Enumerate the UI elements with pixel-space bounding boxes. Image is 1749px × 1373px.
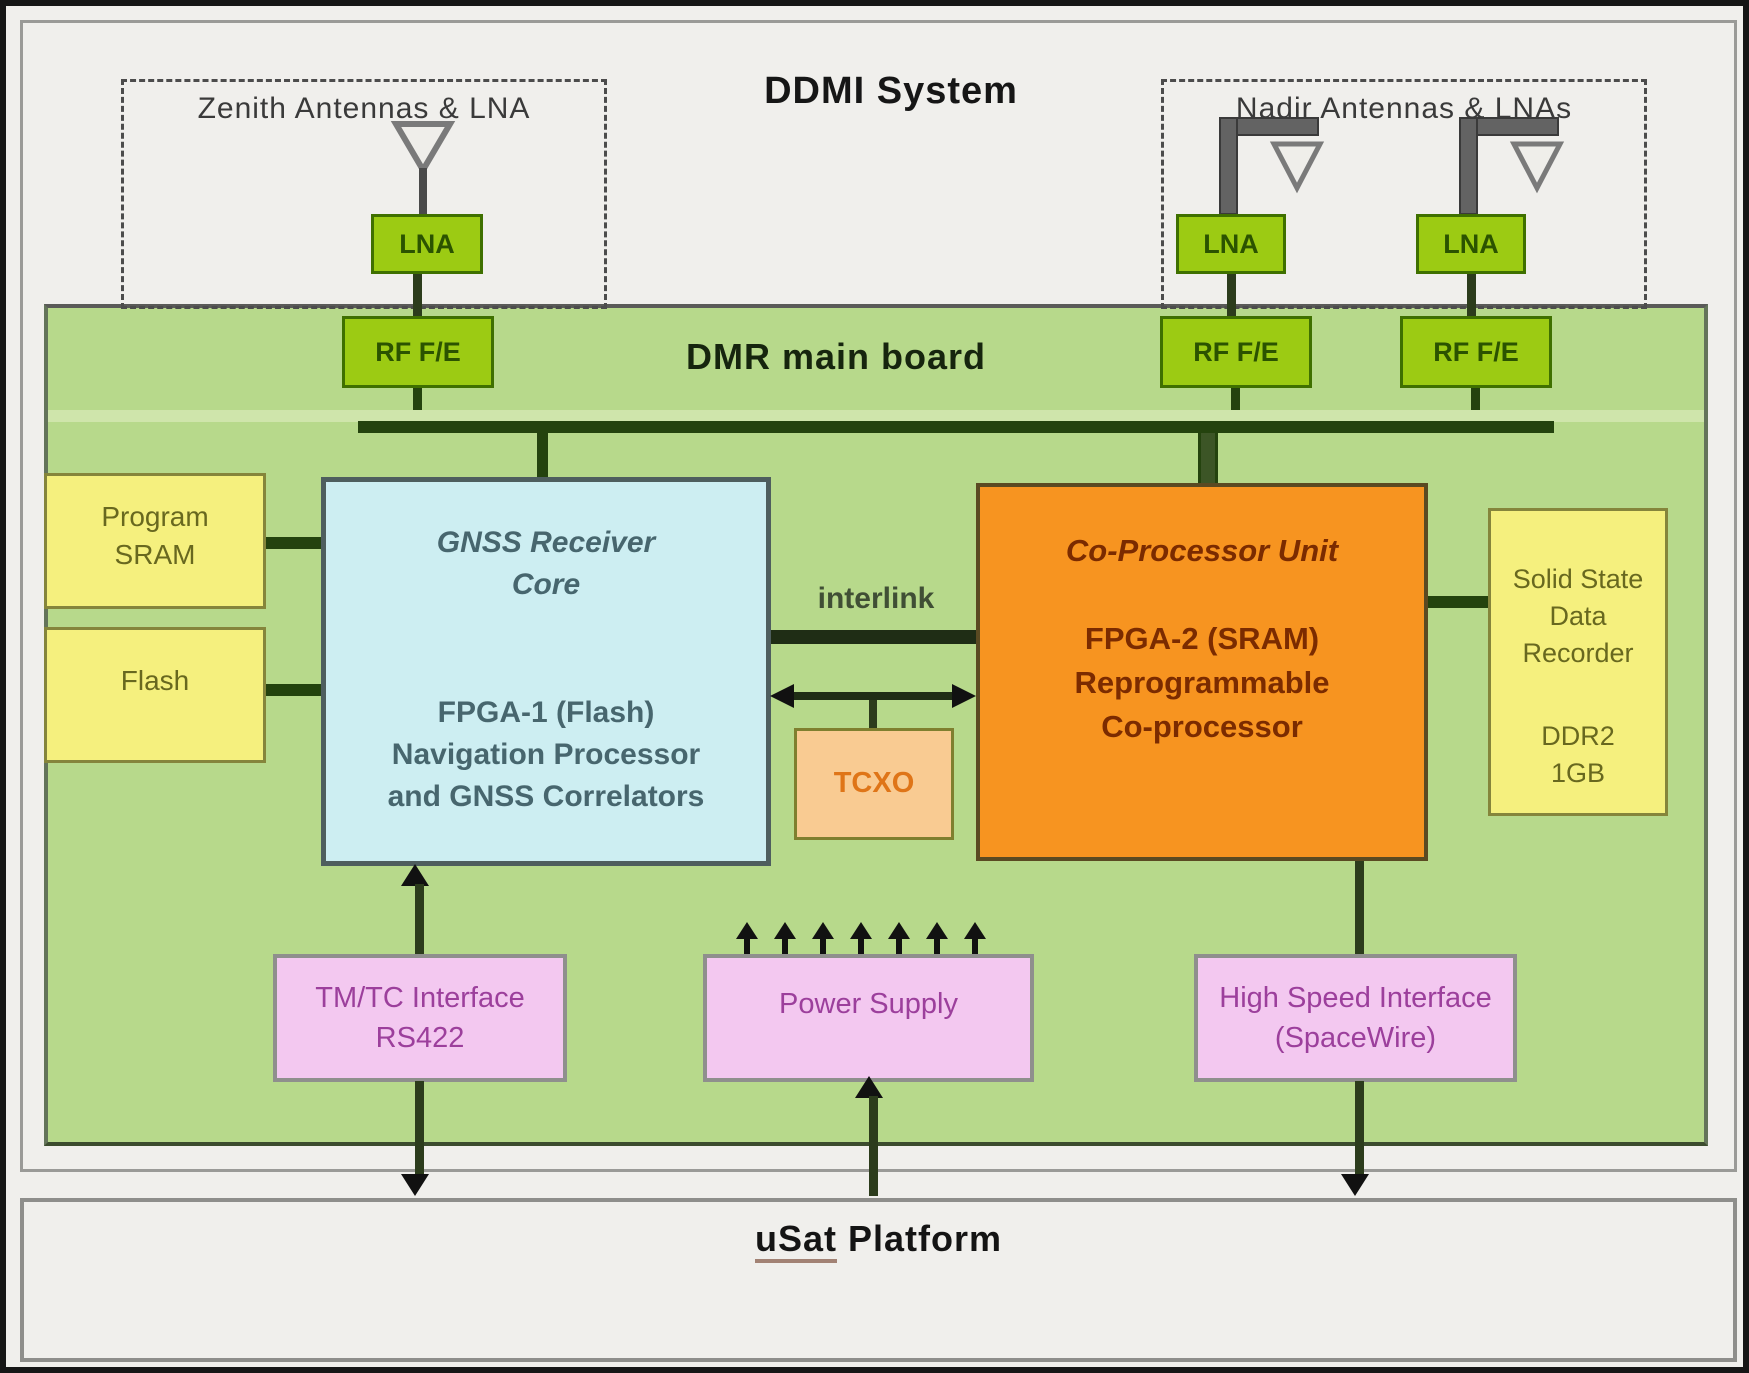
diagram-frame [20, 20, 1737, 1172]
bus-highlight-strip [48, 410, 1704, 422]
interlink-label: interlink [817, 582, 935, 615]
bus-to-gnss-line [537, 433, 548, 479]
coproc-line2: FPGA-2 (SRAM) [1084, 621, 1320, 656]
co-processor-unit-box: Co-Processor Unit FPGA-2 (SRAM) Reprogra… [976, 483, 1428, 861]
dmr-main-board-label: DMR main board [685, 336, 986, 377]
rf-frontend-box-2: RF F/E [1160, 316, 1312, 388]
power-arrow-icon [964, 922, 986, 939]
program-sram-label-line1: Program [101, 501, 209, 532]
tmtc-interface-box: TM/TC Interface RS422 [273, 954, 567, 1082]
ssdr-box: Solid State Data Recorder DDR2 1GB [1488, 508, 1668, 816]
arrow-head-right-icon [952, 684, 976, 708]
power-arrow-stem [896, 938, 902, 954]
tmtc-down-arrow-icon [401, 1174, 429, 1196]
rf3-to-bus-line [1471, 388, 1480, 423]
power-arrow-icon [888, 922, 910, 939]
ssdr-line3: Recorder [1522, 638, 1634, 668]
tcxo-box: TCXO [794, 728, 954, 840]
coproc-line3: Reprogrammable [1074, 665, 1330, 700]
usat-platform-label: uSat Platform [24, 1202, 1733, 1263]
program-sram-label-line2: SRAM [114, 539, 196, 570]
power-arrow-icon [926, 922, 948, 939]
gnss-coproc-arrow-line [792, 692, 956, 700]
coproc-line4: Co-processor [1101, 709, 1303, 744]
usat-platform-label-part1: uSat [754, 1218, 837, 1263]
power-up-arrow-icon [855, 1076, 883, 1098]
power-arrow-icon [850, 922, 872, 939]
gnss-to-tmtc-line [415, 884, 424, 954]
power-arrow-icon [812, 922, 834, 939]
gnss-receiver-core-box: GNSS Receiver Core FPGA-1 (Flash) Naviga… [321, 477, 771, 866]
power-arrow-icon [774, 922, 796, 939]
ssdr-line4: DDR2 [1541, 721, 1615, 751]
power-arrow-stem [858, 938, 864, 954]
program-sram-box: Program SRAM [44, 473, 266, 609]
tmtc-to-platform-line [415, 1081, 424, 1181]
tcxo-connector-line [869, 700, 877, 728]
ssdr-line1: Solid State [1512, 564, 1644, 594]
coproc-to-ssdr-line [1428, 596, 1488, 608]
zenith-lna-box: LNA [371, 214, 483, 274]
power-arrow-stem [934, 938, 940, 954]
nadir-lna1-to-rf-line [1227, 274, 1236, 318]
coproc-to-hsi-line [1355, 861, 1364, 954]
interlink-bus-line [771, 630, 976, 644]
arrow-head-left-icon [770, 684, 794, 708]
hsi-to-platform-line [1355, 1081, 1364, 1181]
nadir-lna-box-1: LNA [1176, 214, 1286, 274]
tmtc-up-arrow-icon [401, 864, 429, 886]
power-arrow-stem [972, 938, 978, 954]
tmtc-line2: RS422 [375, 1022, 465, 1054]
rf-frontend-box-3: RF F/E [1400, 316, 1552, 388]
gnss-title-line1: GNSS Receiver [436, 526, 656, 559]
power-arrow-stem [782, 938, 788, 954]
tmtc-line1: TM/TC Interface [315, 982, 525, 1014]
rf-bus-line [358, 421, 1554, 433]
hsi-line2: (SpaceWire) [1274, 1022, 1437, 1054]
ssdr-line2: Data [1549, 601, 1607, 631]
sram-to-gnss-line [266, 537, 321, 549]
zenith-lna-to-rf-line [413, 274, 422, 318]
rf-frontend-box-1: RF F/E [342, 316, 494, 388]
gnss-fpga-line2: Navigation Processor [391, 738, 701, 771]
gnss-title-line2: Core [511, 568, 581, 601]
rf2-to-bus-line [1231, 388, 1240, 423]
power-supply-arrows [728, 922, 988, 954]
rf1-to-bus-line [413, 388, 422, 423]
flash-to-gnss-line [266, 684, 321, 696]
ssdr-line5: 1GB [1550, 758, 1606, 788]
power-arrow-stem [744, 938, 750, 954]
power-supply-box: Power Supply [703, 954, 1034, 1082]
page-title: DDMI System [764, 70, 1018, 112]
nadir-lna-box-2: LNA [1416, 214, 1526, 274]
zenith-antenna-group: Zenith Antennas & LNA [121, 79, 607, 309]
nadir-lna2-to-rf-line [1467, 274, 1476, 318]
hsi-down-arrow-icon [1341, 1174, 1369, 1196]
gnss-fpga-line1: FPGA-1 (Flash) [437, 696, 655, 729]
zenith-group-label: Zenith Antennas & LNA [197, 92, 531, 125]
usat-platform-box: uSat Platform [20, 1198, 1737, 1362]
nadir-antenna-icon-2 [1459, 117, 1565, 214]
power-arrow-icon [736, 922, 758, 939]
gnss-fpga-line3: and GNSS Correlators [387, 780, 705, 813]
usat-platform-label-part2: Platform [836, 1218, 1003, 1259]
high-speed-interface-box: High Speed Interface (SpaceWire) [1194, 954, 1517, 1082]
hsi-line1: High Speed Interface [1219, 982, 1492, 1014]
zenith-antenna-icon [390, 121, 456, 214]
bus-to-coproc-line [1198, 433, 1218, 485]
nadir-antenna-icon-1 [1219, 117, 1325, 214]
power-arrow-stem [820, 938, 826, 954]
coproc-title: Co-Processor Unit [1065, 533, 1339, 568]
platform-to-power-line [869, 1096, 878, 1196]
flash-box: Flash [44, 627, 266, 763]
